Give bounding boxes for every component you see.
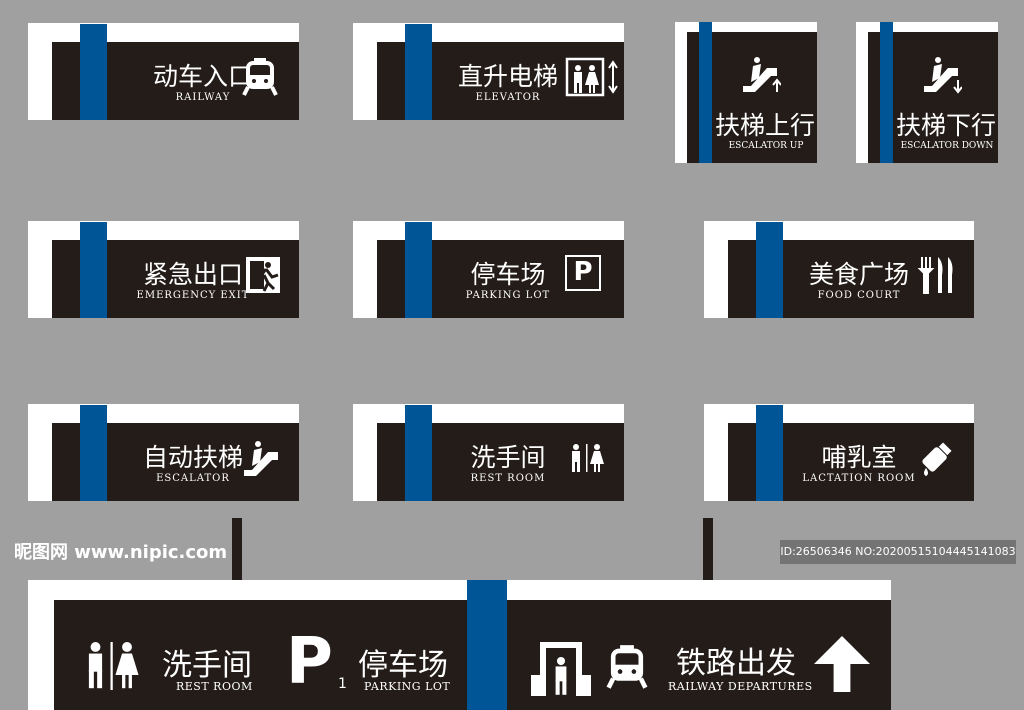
sign-elevator: 直升电梯 ELEVATOR bbox=[353, 23, 624, 120]
sign-title: 洗手间 bbox=[470, 443, 546, 472]
sign-title: 自动扶梯 bbox=[142, 443, 243, 472]
sign-emergency-exit: 紧急出口 EMERGENCY EXIT bbox=[28, 221, 299, 318]
sign-subtitle: LACTATION ROOM bbox=[802, 473, 916, 484]
sign-title: 美食广场 bbox=[808, 260, 909, 289]
sign-hanging-directory: 洗手间 REST ROOM P 1 停车场 PARKING LOT 铁路出发 R… bbox=[28, 580, 891, 710]
restroom-subtitle: REST ROOM bbox=[176, 680, 253, 693]
watermark-left: 昵图网 www.nipic.com bbox=[14, 542, 228, 563]
sign-food-court: 美食广场 FOOD COURT bbox=[704, 221, 974, 318]
escalator-up-icon bbox=[743, 57, 781, 92]
parking-icon: P bbox=[286, 625, 333, 699]
sign-subtitle: EMERGENCY EXIT bbox=[136, 290, 250, 301]
fork-knife-icon bbox=[917, 257, 953, 294]
sign-subtitle: PARKING LOT bbox=[465, 290, 551, 301]
sign-title: 直升电梯 bbox=[457, 62, 558, 91]
sign-title: 扶梯下行 bbox=[895, 111, 996, 140]
restroom-icon bbox=[572, 444, 604, 472]
train-icon bbox=[242, 57, 278, 97]
restroom-title: 洗手间 bbox=[162, 648, 252, 683]
parking-subtitle: PARKING LOT bbox=[364, 680, 451, 693]
parking-icon: P bbox=[565, 255, 601, 291]
sign-subtitle: REST ROOM bbox=[470, 473, 546, 484]
sign-subtitle: ESCALATOR bbox=[156, 473, 230, 484]
railway-title: 铁路出发 bbox=[676, 646, 796, 681]
sign-title: 停车场 bbox=[470, 260, 546, 289]
watermark-right: ID:26506346 NO:20200515104445141083 bbox=[780, 540, 1016, 564]
arrow-up-icon bbox=[814, 636, 870, 692]
sign-escalator-up: 扶梯上行 ESCALATOR UP bbox=[675, 22, 817, 163]
parking-level: 1 bbox=[338, 676, 347, 692]
sign-subtitle: RAILWAY bbox=[175, 92, 231, 103]
sign-subtitle: ELEVATOR bbox=[475, 92, 541, 103]
baby-bottle-icon bbox=[922, 442, 952, 476]
emergency-exit-icon bbox=[246, 257, 280, 293]
sign-subtitle: ESCALATOR DOWN bbox=[900, 141, 994, 151]
sign-escalator: 自动扶梯 ESCALATOR bbox=[28, 404, 299, 501]
train-icon bbox=[604, 640, 650, 694]
sign-title: 扶梯上行 bbox=[714, 111, 815, 140]
escalator-down-icon bbox=[924, 57, 962, 94]
sign-title: 紧急出口 bbox=[142, 260, 243, 289]
sign-title: 动车入口 bbox=[152, 62, 253, 91]
parking-title: 停车场 bbox=[358, 648, 448, 683]
sign-subtitle: ESCALATOR UP bbox=[728, 141, 804, 151]
railway-subtitle: RAILWAY DEPARTURES bbox=[668, 680, 813, 693]
sign-subtitle: FOOD COURT bbox=[817, 290, 901, 301]
restroom-icon bbox=[88, 642, 139, 690]
sign-parking: 停车场 PARKING LOT P bbox=[353, 221, 624, 318]
security-gate-icon bbox=[531, 642, 591, 696]
sign-lactation-room: 哺乳室 LACTATION ROOM bbox=[704, 404, 974, 501]
escalator-icon bbox=[244, 441, 278, 476]
sign-railway: 动车入口 RAILWAY bbox=[28, 23, 299, 120]
sign-title: 哺乳室 bbox=[821, 443, 897, 472]
sign-pole-right bbox=[703, 518, 713, 580]
sign-pole-left bbox=[232, 518, 242, 580]
sign-restroom: 洗手间 REST ROOM bbox=[353, 404, 624, 501]
sign-escalator-down: 扶梯下行 ESCALATOR DOWN bbox=[856, 22, 998, 163]
elevator-icon bbox=[565, 57, 618, 97]
